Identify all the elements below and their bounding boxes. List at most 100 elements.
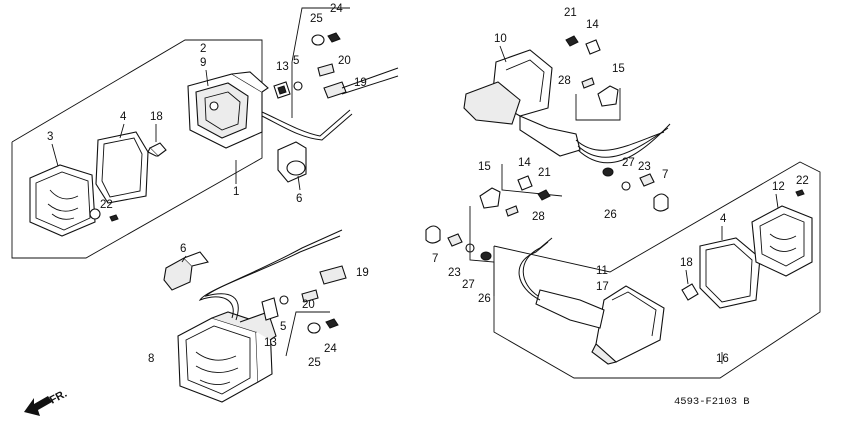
label-12: 12 <box>772 181 785 193</box>
upper-hardware <box>291 7 399 118</box>
screw-21-mid <box>537 189 551 201</box>
label-13-lower: 13 <box>264 337 277 349</box>
collar-14-mid <box>517 175 533 191</box>
front-arrow-icon <box>24 396 52 416</box>
label-24-lower: 24 <box>324 343 337 355</box>
label-19-upper: 19 <box>354 77 367 89</box>
socket-19 <box>323 81 347 99</box>
winker-lens-12 <box>751 205 813 277</box>
label-27-upper: 27 <box>622 157 635 169</box>
lens-gasket-4-right <box>699 237 761 309</box>
screw-28-mid <box>505 205 519 217</box>
label-21-mid: 21 <box>538 167 551 179</box>
rear-right-winker-assembly <box>493 161 821 379</box>
washer-26-upper <box>602 167 614 177</box>
bracket-15-upper <box>597 85 619 107</box>
label-17: 17 <box>596 281 609 293</box>
washer-25-lower <box>307 322 321 334</box>
label-9: 9 <box>200 57 206 69</box>
label-1: 1 <box>233 186 239 198</box>
label-26-upper: 26 <box>604 209 617 221</box>
assembly-outline-1 <box>11 39 263 259</box>
nut-24 <box>327 32 341 43</box>
label-7-right: 7 <box>662 169 668 181</box>
front-left-winker-assembly <box>11 39 353 259</box>
front-right-winker-assembly <box>463 35 671 212</box>
label-15-mid: 15 <box>478 161 491 173</box>
label-23-upper: 23 <box>638 161 651 173</box>
label-24-upper: 24 <box>330 3 343 15</box>
label-13-upper: 13 <box>276 61 289 73</box>
label-4-left: 4 <box>120 111 127 123</box>
label-3: 3 <box>47 131 53 143</box>
label-14-mid: 14 <box>518 157 531 169</box>
label-22-left: 22 <box>100 199 113 211</box>
label-27-lower: 27 <box>462 279 475 291</box>
label-25-lower: 25 <box>308 357 321 369</box>
label-6-lower: 6 <box>180 243 186 255</box>
label-19-lower: 19 <box>356 267 369 279</box>
holder-6 <box>277 141 307 183</box>
winker-lens-3 <box>29 164 101 237</box>
winker-housing-2 <box>187 71 269 149</box>
nut-24-lower <box>325 318 339 329</box>
label-26-lower: 26 <box>478 293 491 305</box>
front-direction-indicator: FR. <box>24 388 69 416</box>
bolt-5 <box>293 81 303 91</box>
label-5-lower: 5 <box>280 321 286 333</box>
label-8: 8 <box>148 353 154 365</box>
label-28-upper: 28 <box>558 75 571 87</box>
bracket-15-mid <box>479 187 501 209</box>
label-5-upper: 5 <box>293 55 299 67</box>
nut-23-lower <box>447 233 463 247</box>
washer-26-lower <box>480 251 492 261</box>
label-7-left: 7 <box>432 253 438 265</box>
label-11: 11 <box>596 265 608 277</box>
label-14-upper: 14 <box>586 19 599 31</box>
label-20-upper: 20 <box>338 55 351 67</box>
label-18-left: 18 <box>150 111 163 123</box>
socket-19-lower <box>319 265 347 285</box>
washer-27-upper <box>621 181 631 191</box>
label-6-upper: 6 <box>296 193 302 205</box>
cap-7-upper <box>653 193 669 212</box>
screw-22 <box>109 214 119 222</box>
label-22-right: 22 <box>796 175 809 187</box>
screw-20-lower <box>301 289 319 303</box>
label-2: 2 <box>200 43 206 55</box>
leader-lines <box>51 45 779 364</box>
collar-14-upper <box>585 39 601 55</box>
assembly-outline-16 <box>493 161 821 379</box>
bulb-18 <box>147 142 167 157</box>
bulb-18-right <box>681 283 699 301</box>
winker-8 <box>177 311 277 403</box>
label-28-mid: 28 <box>532 211 545 223</box>
screw-20 <box>317 63 335 77</box>
label-25-upper: 25 <box>310 13 323 25</box>
middle-hardware <box>425 164 563 296</box>
part-labels: 1 2 3 4 4 5 5 6 6 7 7 8 9 10 11 12 13 13… <box>47 3 809 369</box>
front-arrow-label: FR. <box>48 388 69 407</box>
winker-10 <box>463 49 581 157</box>
label-20-lower: 20 <box>302 299 315 311</box>
lens-gasket-4 <box>95 131 149 204</box>
label-15-upper: 15 <box>612 63 625 75</box>
label-4-right: 4 <box>720 213 727 225</box>
rear-left-winker-assembly <box>163 229 347 403</box>
screw-22-right <box>795 189 805 197</box>
washer-25 <box>311 34 325 46</box>
label-10: 10 <box>494 33 507 45</box>
label-21-upper: 21 <box>564 7 577 19</box>
clamp-13-lower <box>261 297 279 321</box>
cap-7-lower <box>425 225 441 244</box>
screw-21-upper <box>565 35 579 47</box>
nut-23-upper <box>639 173 655 187</box>
winker-11 <box>535 285 665 365</box>
bolt-5-lower <box>279 295 289 305</box>
label-18-right: 18 <box>680 257 693 269</box>
screw-28-upper <box>581 77 595 89</box>
diagram-code: 4593-F2103 B <box>674 396 750 408</box>
label-23-lower: 23 <box>448 267 461 279</box>
holder-6-lower <box>163 251 209 291</box>
